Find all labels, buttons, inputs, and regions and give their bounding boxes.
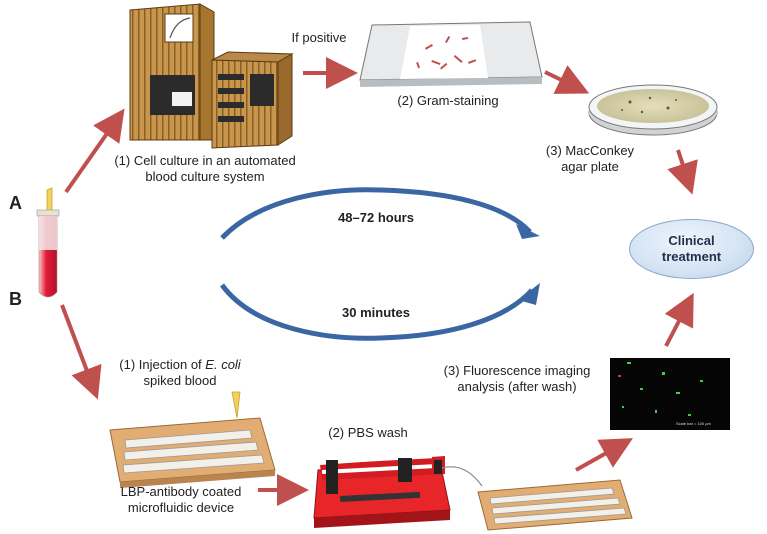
route-b-label: B [9, 289, 22, 309]
microfluidic-device-icon [109, 391, 276, 488]
microfluidic-device-washed-icon [477, 479, 633, 531]
injection-label: (1) Injection of E. coli spiked blood [95, 357, 265, 389]
fluor-line2: analysis (after wash) [457, 379, 577, 394]
gram-stain-slide-icon [359, 21, 543, 87]
route-a-label: A [9, 193, 22, 213]
time-route-b-label: 30 minutes [342, 305, 410, 320]
pbs-wash-label: (2) PBS wash [328, 425, 408, 440]
fluorescence-label: (3) Fluorescence imaging analysis (after… [432, 363, 602, 395]
macconkey-label: (3) MacConkey agar plate [540, 143, 640, 175]
blood-culture-machine-icon [129, 3, 294, 149]
macconkey-line1: (3) MacConkey [545, 143, 635, 158]
macconkey-line2: agar plate [561, 159, 619, 174]
cell-culture-label: (1) Cell culture in an automated blood c… [100, 153, 310, 185]
lbp-line1: LBP-antibody coated [120, 484, 242, 499]
fluor-line1: (3) Fluorescence imaging [443, 363, 591, 378]
if-positive-label: If positive [291, 30, 347, 45]
clinical-treatment-node: Clinical treatment [629, 219, 754, 279]
lbp-line2: microfluidic device [127, 500, 235, 515]
cell-culture-line1: (1) Cell culture in an automated [114, 153, 296, 168]
timeline-curves [219, 187, 540, 341]
syringe-pump-icon [313, 454, 483, 528]
injection-prefix: (1) Injection of [119, 357, 206, 372]
clinical-line1: Clinical [668, 233, 715, 248]
blood-tube-icon [36, 187, 60, 298]
time-route-a-label: 48–72 hours [338, 210, 414, 225]
clinical-line2: treatment [661, 249, 722, 264]
injection-line2: spiked blood [143, 373, 217, 388]
agar-plate-icon [588, 84, 718, 136]
fluorescence-image-icon [610, 358, 730, 430]
gram-staining-label: (2) Gram-staining [397, 93, 499, 108]
injection-organism: E. coli [205, 357, 241, 372]
lbp-device-label: LBP-antibody coated microfluidic device [110, 484, 252, 516]
scale-bar-text: Scale bar = 100 µm [676, 421, 711, 426]
flow-arrows [60, 57, 698, 506]
cell-culture-line2: blood culture system [145, 169, 265, 184]
